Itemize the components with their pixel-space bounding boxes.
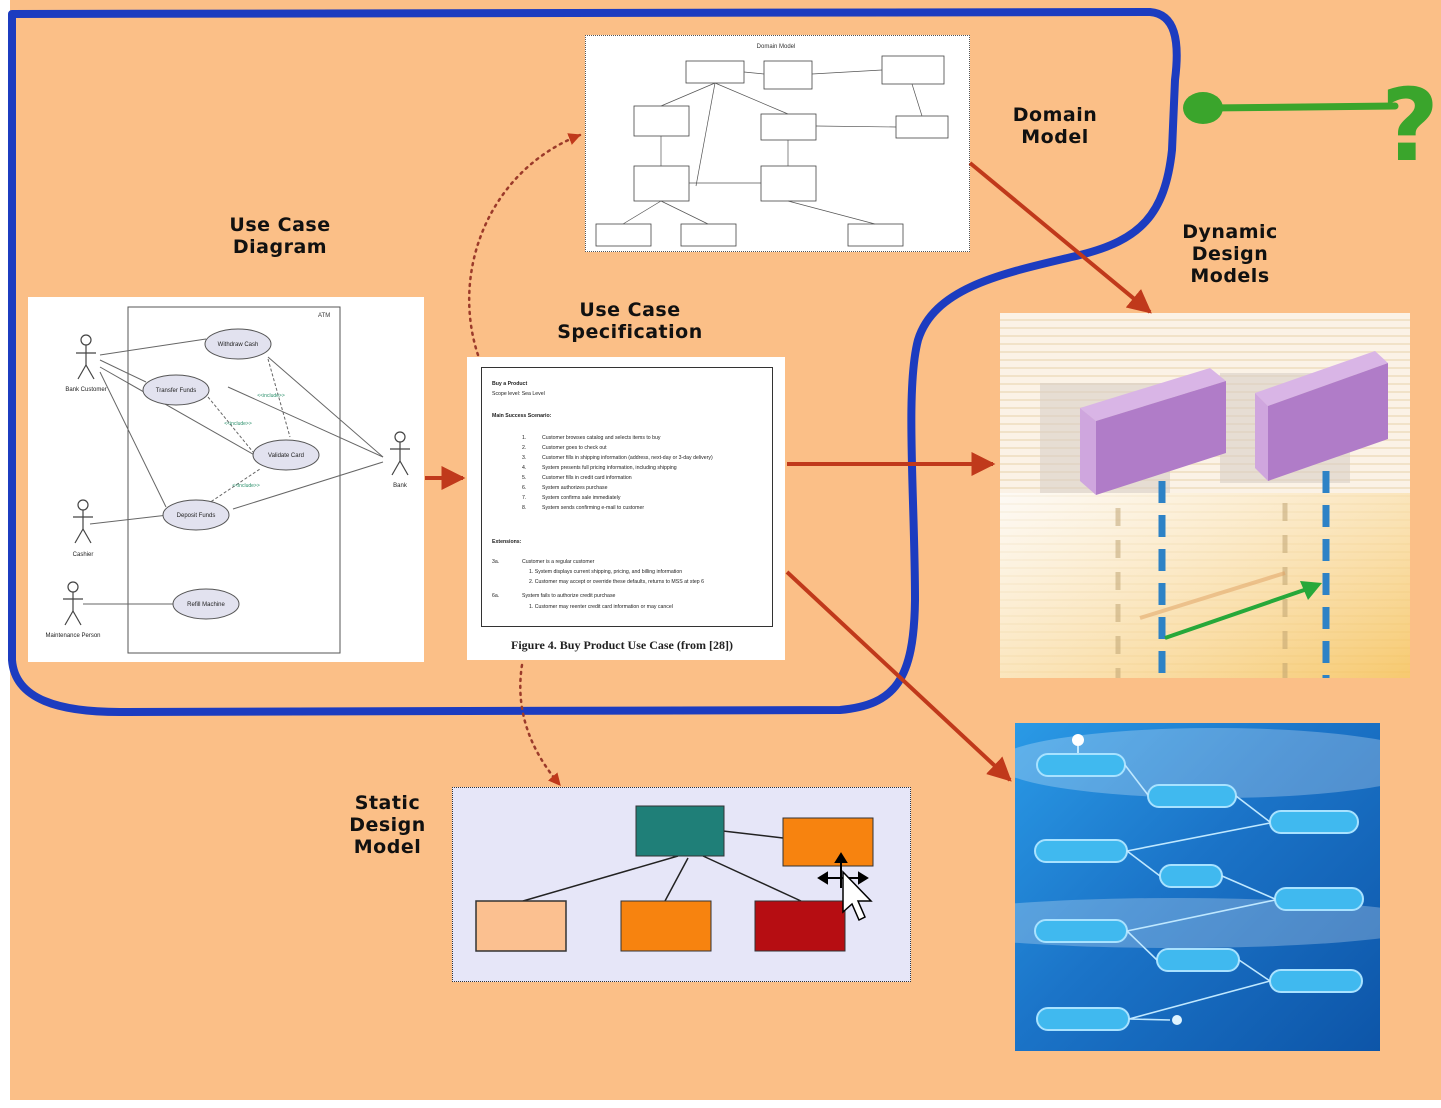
spec-ext-3a-item-2: 2. Customer may accept or override these… [529, 579, 704, 585]
spec-step-6: System authorizes purchase [542, 485, 608, 491]
spec-step-3: Customer fills in shipping information (… [542, 455, 713, 461]
activity-diagram [1015, 728, 1380, 1031]
use-case-validate-card: Validate Card [268, 453, 304, 459]
spec-ext-3a: Customer is a regular customer [522, 559, 595, 565]
end-node [1172, 1015, 1182, 1025]
spec-caption: Figure 4. Buy Product Use Case (from [28… [511, 638, 733, 652]
dotted-arrow-spec-to-static [519, 663, 562, 787]
domain-model-diagram-title: Domain Model [757, 44, 796, 50]
spec-step-8: System sends confirming e-mail to custom… [542, 505, 644, 511]
arrow-domain-to-dynamic [968, 161, 1152, 314]
svg-text:4.: 4. [522, 465, 526, 471]
class-box-root [635, 805, 725, 857]
svg-text:5.: 5. [522, 475, 526, 481]
label-use-case-specification: Use Case Specification [557, 299, 703, 343]
svg-text:2.: 2. [522, 445, 526, 451]
stereotype-include-2: <<include>> [224, 421, 252, 427]
actor-bank [390, 431, 410, 476]
spec-step-1: Customer browses catalog and selects ite… [542, 435, 661, 441]
svg-text:7.: 7. [522, 495, 526, 501]
spec-ext-6a: System fails to authorize credit purchas… [522, 593, 616, 599]
use-case-diagram: ATM [45, 306, 410, 654]
dotted-arrow-spec-to-domain [467, 133, 582, 357]
actor-label-bank: Bank [393, 483, 408, 489]
static-design-panel [452, 787, 911, 982]
pointer-cursor-icon [842, 870, 873, 922]
svg-text:6a.: 6a. [492, 593, 499, 599]
spec-ext-6a-item-1: 1. Customer may reenter credit card info… [529, 604, 673, 610]
stereotype-include-3: <<include>> [232, 483, 260, 489]
class-box-child-3 [754, 900, 846, 952]
actor-cashier [73, 499, 93, 544]
svg-text:1.: 1. [522, 435, 526, 441]
sequence-diagram [1000, 351, 1410, 678]
spec-main-title: Main Success Scenario: [492, 413, 552, 419]
question-mark-icon: ? [1381, 67, 1439, 184]
domain-model-class-diagram: Domain Model [595, 44, 949, 247]
question-arrow: ? [1183, 67, 1439, 184]
use-case-deposit-funds: Deposit Funds [177, 513, 216, 519]
use-case-spec-panel: Buy a Product Scope level: Sea Level Mai… [467, 357, 785, 660]
label-static-design-model: Static Design Model [349, 792, 426, 858]
spec-step-2: Customer goes to check out [542, 445, 607, 451]
activity-diagram-panel [1015, 723, 1380, 1051]
label-domain-model: Domain Model [1012, 104, 1098, 148]
use-case-spec-frame [481, 367, 773, 627]
actor-label-cashier: Cashier [73, 552, 94, 558]
svg-text:6.: 6. [522, 485, 526, 491]
class-box-child-1 [475, 900, 567, 952]
sequence-diagram-panel [1000, 313, 1410, 678]
class-hierarchy-diagram [475, 805, 874, 952]
lifeline-block-left [1080, 368, 1226, 495]
use-case-refill-machine: Refill Machine [187, 602, 225, 608]
svg-text:8.: 8. [522, 505, 526, 511]
class-box-associated [782, 817, 874, 867]
class-box-child-2 [620, 900, 712, 952]
actor-bank-customer [76, 334, 96, 380]
spec-extensions-title: Extensions: [492, 539, 522, 545]
use-case-withdraw-cash: Withdraw Cash [218, 342, 259, 348]
domain-model-panel: Domain Model [585, 35, 970, 252]
spec-scope: Scope level: Sea Level [492, 391, 545, 397]
lifeline-block-right [1255, 351, 1388, 481]
label-dynamic-design-models: Dynamic Design Models [1182, 221, 1278, 287]
label-use-case-diagram: Use Case Diagram [229, 214, 331, 258]
spec-step-7: System confirms sale immediately [542, 495, 621, 501]
spec-step-5: Customer fills in credit card informatio… [542, 475, 632, 481]
use-case-spec-text: Buy a Product Scope level: Sea Level Mai… [492, 381, 733, 652]
system-boundary [127, 306, 341, 654]
svg-text:3a.: 3a. [492, 559, 499, 565]
spec-heading: Buy a Product [492, 381, 527, 387]
use-case-diagram-panel: ATM [28, 297, 424, 662]
arrow-spec-to-activity [785, 570, 1012, 782]
actor-label-bank-customer: Bank Customer [65, 387, 106, 393]
use-case-transfer-funds: Transfer Funds [156, 388, 196, 394]
message-arrow [1164, 581, 1322, 640]
svg-text:3.: 3. [522, 455, 526, 461]
actor-maintenance-person [63, 581, 83, 626]
scope-boundary [8, 8, 1181, 716]
stereotype-include-1: <<include>> [257, 393, 285, 399]
actor-label-maintenance-person: Maintenance Person [45, 633, 100, 639]
system-name: ATM [318, 313, 330, 319]
spec-ext-3a-item-1: 1. System displays current shipping, pri… [529, 569, 682, 575]
start-node [1072, 734, 1084, 746]
spec-step-4: System presents full pricing information… [542, 465, 677, 471]
